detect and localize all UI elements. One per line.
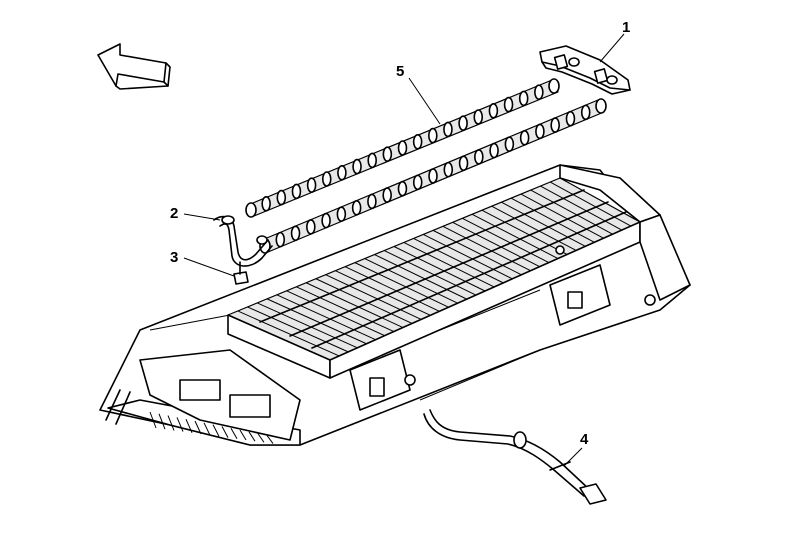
callout-4: 4 xyxy=(580,431,589,448)
pipe-part-2 xyxy=(213,215,273,267)
fastener-part-3 xyxy=(233,261,249,285)
callout-3: 3 xyxy=(170,249,179,266)
callout-5: 5 xyxy=(396,63,405,80)
callout-2: 2 xyxy=(170,205,179,222)
pipe-part-4 xyxy=(423,409,607,505)
rail-part-5-upper xyxy=(245,78,560,218)
direction-arrow-icon xyxy=(97,43,171,90)
leader-lines xyxy=(183,33,625,467)
bracket-part-1 xyxy=(539,45,631,95)
callout-1: 1 xyxy=(622,19,631,36)
battery-pack-assembly xyxy=(99,164,691,446)
